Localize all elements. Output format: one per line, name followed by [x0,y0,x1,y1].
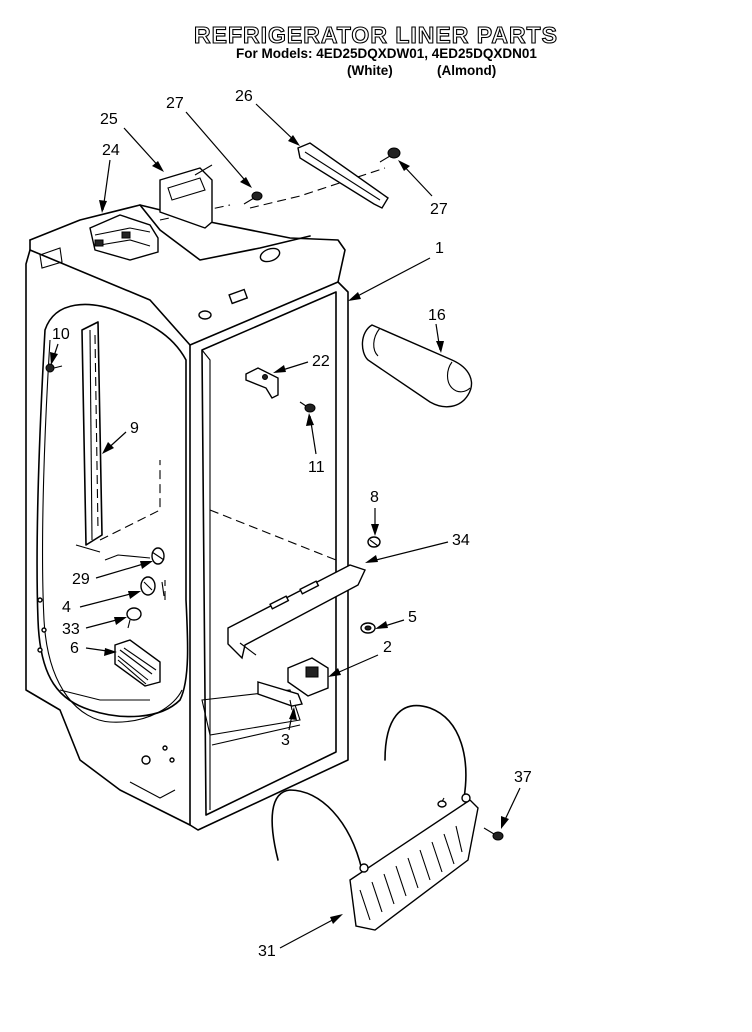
part-8-clip [367,536,381,548]
part-5-nut [360,622,376,634]
callout-16: 16 [428,307,446,324]
callout-4: 4 [62,599,71,616]
part-27-screw-upper-left [243,191,263,205]
part-22-bracket [245,367,279,399]
callout-24: 24 [102,142,120,159]
part-27-screw-upper-right [379,147,401,163]
models-line: For Models: 4ED25DQXDW01, 4ED25DQXDN01 [236,46,537,61]
part-33-bulb [126,607,142,629]
part-9-channel [75,321,103,553]
callout-26: 26 [235,88,253,105]
part-4-switch [140,576,165,597]
variant-white: (White) [347,63,393,78]
variant-almond: (Almond) [437,63,497,78]
callout-33: 33 [62,621,80,638]
callout-1: 1 [435,240,444,257]
part-37-screw [483,827,504,841]
callout-27-right: 27 [430,201,448,218]
part-11-screw [299,401,316,413]
part-16-cover [361,324,473,408]
part-31-drawer [271,704,479,931]
liner-shell [25,204,349,831]
part-6-grille [114,639,161,687]
callout-22: 22 [312,353,330,370]
callout-9: 9 [130,420,139,437]
part-24-bracket [89,214,159,261]
callout-27-upper: 27 [166,95,184,112]
callout-8: 8 [370,489,379,506]
callout-10: 10 [52,326,70,343]
callout-25: 25 [100,111,118,128]
callout-3: 3 [281,732,290,749]
part-25-bracket [159,164,213,229]
part-34-shelf [227,564,366,660]
callout-34: 34 [452,532,470,549]
callout-31: 31 [258,943,276,960]
page-title: REFRIGERATOR LINER PARTS [193,21,558,48]
callout-2: 2 [383,639,392,656]
callout-29: 29 [72,571,90,588]
part-26-rail [297,142,389,209]
part-29-socket [104,547,165,565]
part-10-screw [45,363,63,373]
callouts: 1 2 3 4 5 6 8 9 10 11 [50,88,532,960]
part-2-plate [287,657,329,697]
callout-11: 11 [308,459,325,476]
callout-37: 37 [514,769,532,786]
part-3-bracket [257,681,303,711]
callout-6: 6 [70,640,79,657]
callout-5: 5 [408,609,417,626]
